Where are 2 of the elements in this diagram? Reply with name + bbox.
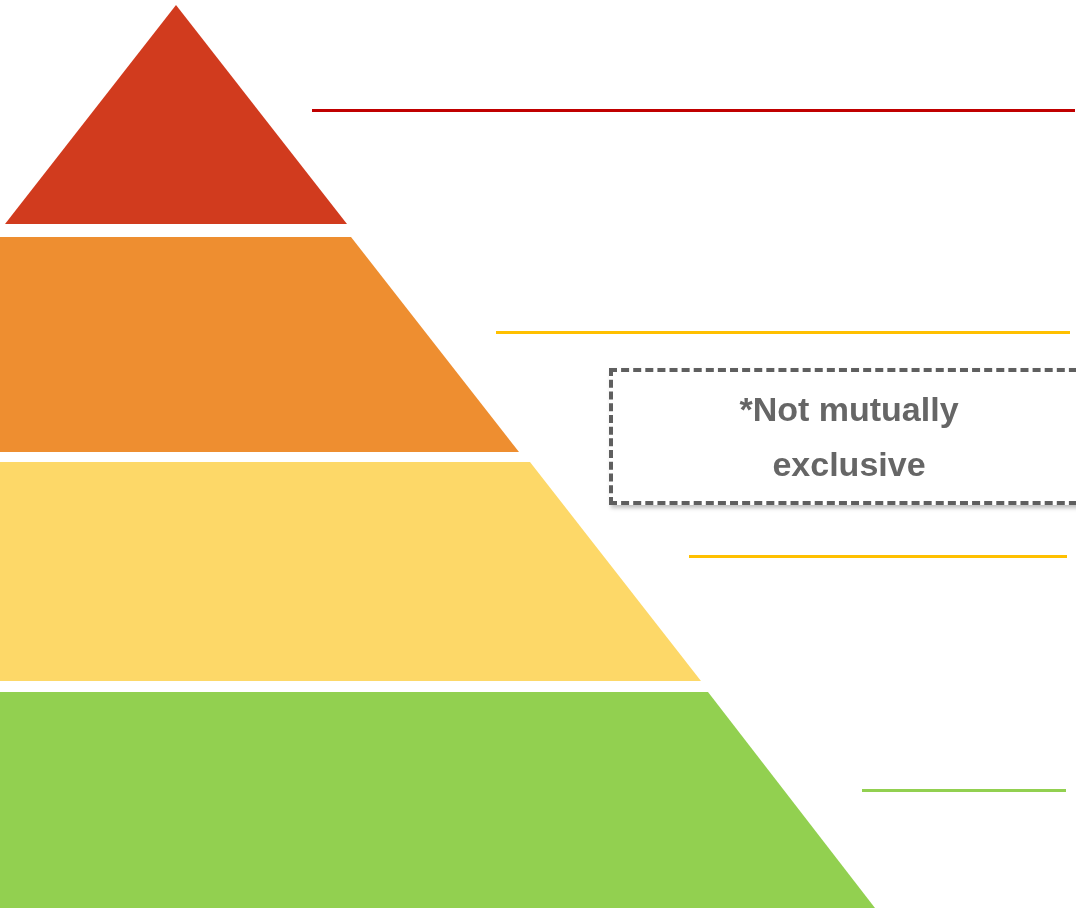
note-text: *Not mutually exclusive bbox=[738, 389, 960, 485]
dashed-note-box bbox=[609, 368, 1076, 505]
